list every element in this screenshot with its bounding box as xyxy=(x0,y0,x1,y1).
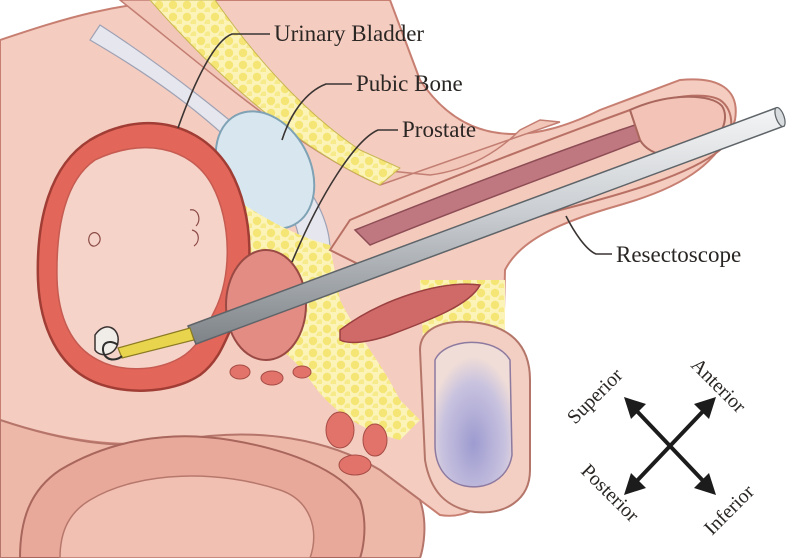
tissue-blob xyxy=(339,455,371,475)
prostate-label: Prostate xyxy=(402,117,476,142)
testis xyxy=(435,342,512,486)
tissue-blob xyxy=(326,412,354,448)
resectoscope-leader xyxy=(566,216,612,254)
tissue-blob xyxy=(230,365,250,379)
anterior-label: Anterior xyxy=(686,354,750,418)
resectoscope-label: Resectoscope xyxy=(616,242,741,267)
tissue-blob xyxy=(363,424,387,456)
posterior-label: Posterior xyxy=(576,460,643,527)
pubic-bone-label: Pubic Bone xyxy=(356,71,463,96)
tissue-blob xyxy=(261,371,283,385)
urinary-bladder-label: Urinary Bladder xyxy=(274,21,424,46)
orientation-compass: Superior Anterior Posterior Inferior xyxy=(563,354,759,540)
tissue-blob xyxy=(293,366,311,378)
bladder-tumor xyxy=(95,327,118,355)
superior-label: Superior xyxy=(563,364,628,429)
scrotum xyxy=(420,322,530,513)
